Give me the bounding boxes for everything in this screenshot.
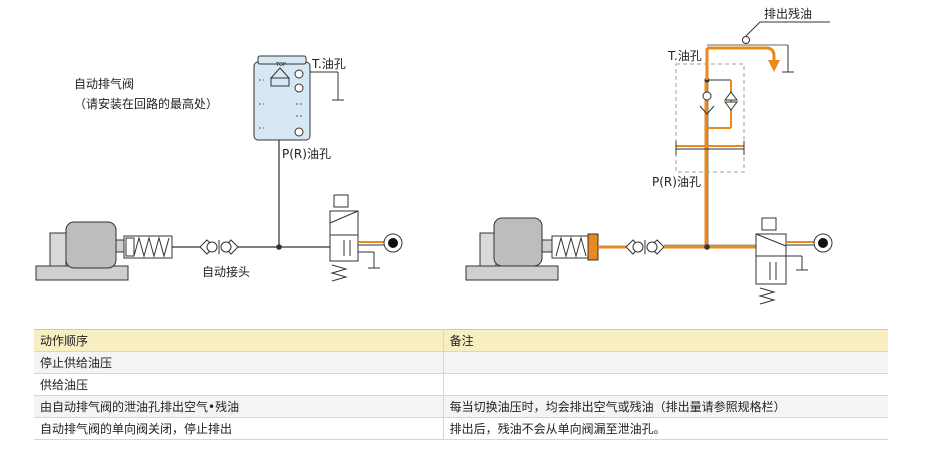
left-gauge-center [388,238,398,248]
valve-label: 自动排气阀 [74,76,134,91]
table-row: 由自动排气阀的泄油孔排出空气•残油 每当切换油压时，均会排出空气或残油（排出量请… [34,395,888,418]
table-cell: 排出后，残油不会从单向阀漏至泄油孔。 [443,417,888,440]
right-valve-enclosure [675,63,745,173]
hydraulic-circuit-diagram: TOP 自动排气阀 （请安装在回路的最高处） T.油孔 P(R)油孔 自动接头 [35,7,833,305]
drain-arrow-icon [768,60,780,72]
right-p-port-label: P(R)油孔 [652,175,701,189]
left-circuit: TOP 自动排气阀 （请安装在回路的最高处） T.油孔 P(R)油孔 自动接头 [35,55,403,282]
right-cylinder [551,233,599,261]
table-cell: 停止供给油压 [34,351,444,374]
table-row: 供给油压 [34,373,888,396]
drain-label: 排出残油 [764,7,812,21]
right-directional-valve [755,217,787,305]
top-mark: TOP [275,62,286,68]
left-motor-pump [35,221,129,281]
left-auto-coupler [199,239,239,255]
left-cylinder [123,235,173,259]
drain-path [707,46,776,62]
right-circuit: 排出残油 T.油孔 P(R)油孔 [465,7,833,305]
table-header-row: 动作顺序 备注 [34,329,888,352]
table-row: 自动排气阀的单向阀关闭，停止排出 排出后，残油不会从单向阀漏至泄油孔。 [34,417,888,440]
left-auto-bleed-valve [253,55,311,141]
right-auto-coupler [625,239,665,255]
table-cell [443,351,888,374]
right-check-valve [699,79,738,129]
right-t-port-label: T.油孔 [667,49,702,63]
table-cell: 供给油压 [34,373,444,396]
coupler-label: 自动接头 [202,264,250,279]
col-header-sequence: 动作顺序 [34,329,444,352]
table-row: 停止供给油压 [34,351,888,374]
right-gauge-center [818,238,828,248]
table-cell: 由自动排气阀的泄油孔排出空气•残油 [34,395,444,418]
table-cell: 自动排气阀的单向阀关闭，停止排出 [34,417,444,440]
col-header-remarks: 备注 [443,329,888,352]
left-p-port-label: P(R)油孔 [282,147,331,161]
operation-sequence-table: 动作顺序 备注 停止供给油压 供给油压 由自动排气阀的泄油孔排出空气•残油 每当… [34,329,888,440]
left-directional-valve [329,194,359,282]
right-motor-pump [465,217,559,281]
table-cell [443,373,888,396]
table-cell: 每当切换油压时，均会排出空气或残油（排出量请参照规格栏） [443,395,888,418]
left-t-port-label: T.油孔 [311,57,346,71]
valve-install-note: （请安装在回路的最高处） [74,96,218,111]
